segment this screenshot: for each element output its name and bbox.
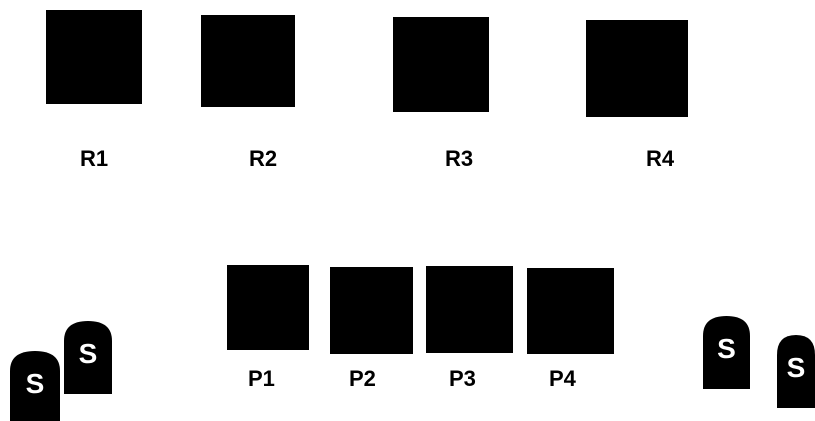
label-p2: P2 <box>349 366 376 391</box>
s-tag-letter: S <box>26 368 45 399</box>
label-r2: R2 <box>249 146 278 171</box>
square-p2 <box>330 267 413 354</box>
square-p3 <box>426 266 513 353</box>
s-tag-icon: S <box>703 316 750 389</box>
s-tag-letter: S <box>787 352 806 383</box>
square-r1 <box>46 10 142 104</box>
s-tag-icon: S <box>64 321 112 394</box>
square-p1 <box>227 265 309 350</box>
s-tag-icon: S <box>777 335 815 408</box>
label-p4: P4 <box>549 366 576 391</box>
label-p3: P3 <box>449 366 476 391</box>
label-r1: R1 <box>80 146 109 171</box>
s-tag-letter: S <box>717 333 736 364</box>
label-r4: R4 <box>646 146 675 171</box>
s-tag-letter: S <box>79 338 98 369</box>
square-r3 <box>393 17 489 112</box>
label-p1: P1 <box>248 366 275 391</box>
square-r2 <box>201 15 295 107</box>
square-p4 <box>527 268 614 354</box>
s-tag-icon: S <box>10 351 60 421</box>
label-r3: R3 <box>445 146 474 171</box>
square-r4 <box>586 20 688 117</box>
